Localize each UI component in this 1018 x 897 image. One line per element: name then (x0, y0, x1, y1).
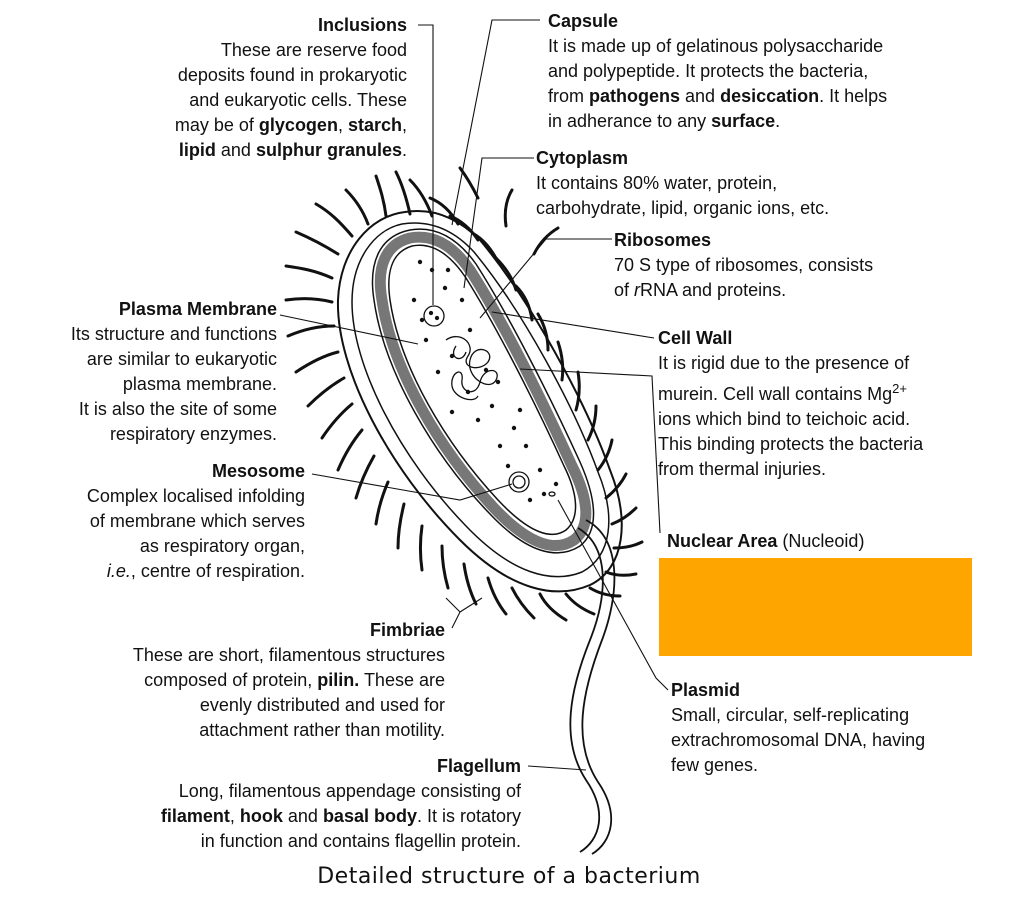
flagellum-title: Flagellum (436, 756, 521, 776)
inclusions-line: These are reserve food (220, 40, 407, 60)
cell-wall-line: It is rigid due to the presence of (658, 353, 910, 373)
nucleoid-dna (445, 335, 498, 401)
plasma-membrane-line: Its structure and functions (70, 324, 277, 344)
fimbriae-label: Fimbriae These are short, filamentous st… (65, 618, 445, 743)
ribosomes-line: 70 S type of ribosomes, consists (614, 255, 874, 275)
mesosome-line: i.e., centre of respiration. (106, 561, 305, 581)
inclusions-line: lipid and sulphur granules. (178, 140, 407, 160)
mesosome-label: Mesosome Complex localised infolding of … (35, 459, 305, 584)
nuclear-area-subtitle: (Nucleoid) (782, 531, 865, 551)
redaction-box (659, 558, 972, 656)
mesosome-line: as respiratory organ, (139, 536, 305, 556)
cytoplasm-label: Cytoplasm It contains 80% water, protein… (536, 146, 829, 221)
cell-wall-title: Cell Wall (658, 328, 733, 348)
plasmid-line: extrachromosomal DNA, having (671, 730, 926, 750)
plasma-membrane-label: Plasma Membrane Its structure and functi… (17, 297, 277, 447)
plasmid-title: Plasmid (671, 680, 741, 700)
capsule-outline (336, 209, 623, 593)
plasmid-ring (548, 491, 556, 497)
inclusions-line: may be of glycogen, starch, (174, 115, 407, 135)
ribosome-dots (411, 259, 559, 503)
flagellum-label: Flagellum Long, filamentous appendage co… (81, 754, 521, 854)
cytoplasm-line: It contains 80% water, protein, (536, 173, 778, 193)
capsule-line: in adherance to any surface. (548, 111, 781, 131)
flagellum-line: Long, filamentous appendage consisting o… (178, 781, 521, 801)
flagellum-line: filament, hook and basal body. It is rot… (160, 806, 521, 826)
cell-wall-line: from thermal injuries. (658, 459, 827, 479)
inclusions-line: and eukaryotic cells. These (189, 90, 407, 110)
fimbriae-line: composed of protein, pilin. These are (144, 670, 445, 690)
ribosomes-title: Ribosomes (614, 230, 712, 250)
plasma-membrane-line: are similar to eukaryotic (86, 349, 277, 369)
ribosomes-label: Ribosomes 70 S type of ribosomes, consis… (614, 228, 873, 303)
leader-lines (279, 19, 669, 771)
capsule-title: Capsule (548, 11, 619, 31)
nuclear-area-label: Nuclear Area (Nucleoid) (667, 529, 864, 554)
cell-wall-band (374, 231, 592, 552)
fimbriae-line: evenly distributed and used for (199, 695, 445, 715)
fimbriae-line: These are short, filamentous structures (132, 645, 445, 665)
fimbriae-line: attachment rather than motility. (199, 720, 445, 740)
cytoplasm-title: Cytoplasm (536, 148, 629, 168)
mesosome-line: Complex localised infolding (86, 486, 305, 506)
flagellum-line: in function and contains flagellin prote… (200, 831, 521, 851)
flagellum-strand (569, 519, 616, 855)
fimbriae-hairs (284, 166, 644, 622)
mesosome-fold (508, 471, 530, 493)
capsule-line: It is made up of gelatinous polysacchari… (548, 36, 884, 56)
plasmid-line: few genes. (671, 755, 759, 775)
cell-wall-line: murein. Cell wall contains Mg2+ (658, 381, 907, 404)
capsule-line: from pathogens and desiccation. It helps (548, 86, 888, 106)
cytoplasm-line: carbohydrate, lipid, organic ions, etc. (536, 198, 830, 218)
mesosome-line: of membrane which serves (89, 511, 305, 531)
capsule-line: and polypeptide. It protects the bacteri… (548, 61, 869, 81)
plasma-membrane-line: respiratory enzymes. (109, 424, 277, 444)
inclusions-title: Inclusions (317, 15, 407, 35)
cell-wall-line: This binding protects the bacteria (658, 434, 924, 454)
inclusion-granule (423, 305, 445, 327)
inclusions-line: deposits found in prokaryotic (177, 65, 407, 85)
plasma-membrane-line: It is also the site of some (78, 399, 277, 419)
plasmid-label: Plasmid Small, circular, self-replicatin… (671, 678, 925, 778)
cell-wall-line: ions which bind to teichoic acid. (658, 409, 911, 429)
nuclear-area-title: Nuclear Area (667, 531, 778, 551)
plasma-membrane-line: plasma membrane. (122, 374, 277, 394)
plasma-membrane-title: Plasma Membrane (118, 299, 277, 319)
inclusions-label: Inclusions These are reserve food deposi… (107, 13, 407, 163)
capsule-label: Capsule It is made up of gelatinous poly… (548, 9, 887, 134)
cell-wall-label: Cell Wall It is rigid due to the presenc… (658, 326, 923, 482)
mesosome-title: Mesosome (211, 461, 305, 481)
plasma-membrane-outline (388, 244, 577, 536)
figure-caption: Detailed structure of a bacterium (317, 864, 701, 889)
ribosomes-line: of rRNA and proteins. (614, 280, 787, 300)
plasmid-line: Small, circular, self-replicating (671, 705, 910, 725)
fimbriae-title: Fimbriae (369, 620, 445, 640)
